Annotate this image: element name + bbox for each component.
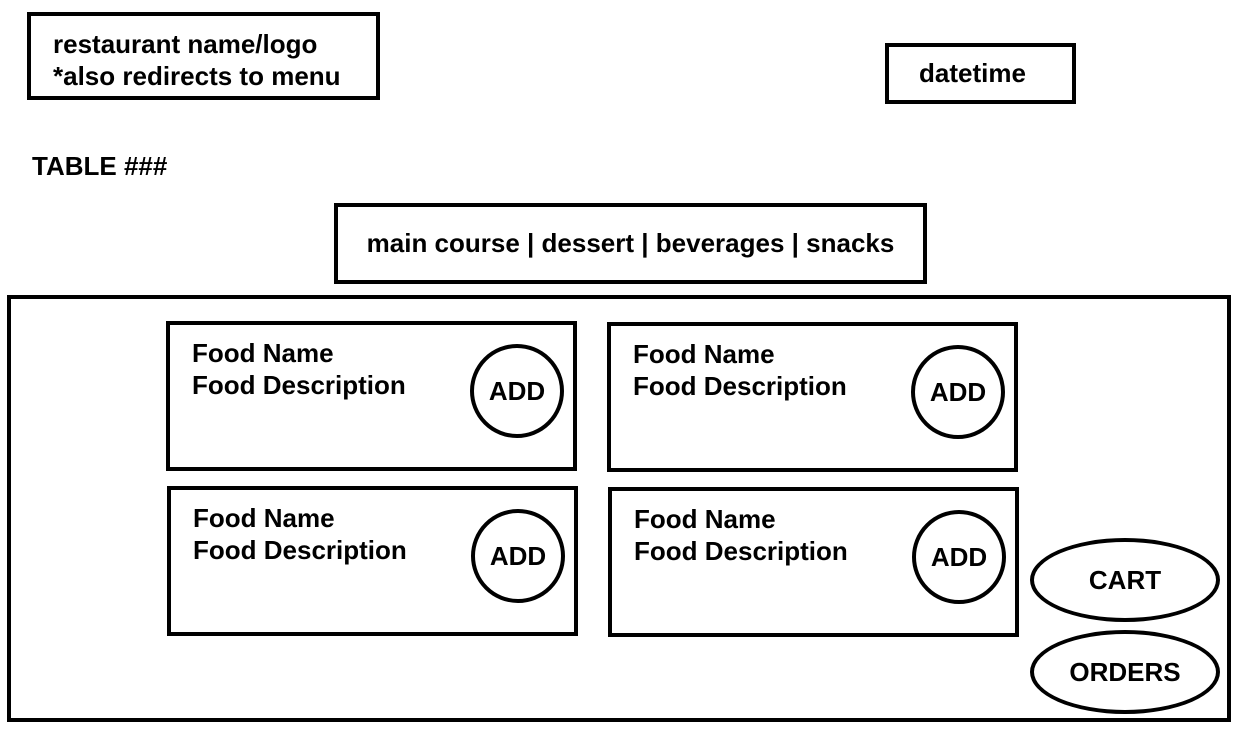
food-description: Food Description <box>633 371 847 401</box>
category-separator: | <box>634 228 656 258</box>
food-card: Food Name Food Description ADD <box>167 486 578 636</box>
food-name: Food Name <box>193 503 335 533</box>
food-description: Food Description <box>634 536 848 566</box>
food-card: Food Name Food Description ADD <box>166 321 577 471</box>
food-description: Food Description <box>192 370 406 400</box>
restaurant-logo-link[interactable]: restaurant name/logo *also redirects to … <box>27 12 380 100</box>
category-main-course[interactable]: main course <box>366 228 520 258</box>
category-separator: | <box>519 228 542 258</box>
cart-button[interactable]: CART <box>1030 538 1220 622</box>
restaurant-name: restaurant name/logo <box>53 29 318 59</box>
food-name: Food Name <box>192 338 334 368</box>
category-separator: | <box>784 228 807 258</box>
add-button[interactable]: ADD <box>470 344 564 438</box>
add-button[interactable]: ADD <box>471 509 565 603</box>
category-snacks[interactable]: snacks <box>806 228 895 258</box>
menu-panel: Food Name Food Description ADD Food Name… <box>7 295 1231 722</box>
category-beverages[interactable]: beverages <box>655 228 785 258</box>
table-number-label: TABLE ### <box>32 151 168 181</box>
category-dessert[interactable]: dessert <box>541 228 635 258</box>
datetime-display: datetime <box>885 43 1076 104</box>
food-name: Food Name <box>633 339 775 369</box>
category-nav: main course | dessert | beverages | snac… <box>334 203 927 284</box>
logo-note: *also redirects to menu <box>53 61 341 91</box>
food-description: Food Description <box>193 535 407 565</box>
food-card: Food Name Food Description ADD <box>607 322 1018 472</box>
food-card: Food Name Food Description ADD <box>608 487 1019 637</box>
add-button[interactable]: ADD <box>911 345 1005 439</box>
datetime-text: datetime <box>919 58 1026 88</box>
orders-button[interactable]: ORDERS <box>1030 630 1220 714</box>
food-name: Food Name <box>634 504 776 534</box>
add-button[interactable]: ADD <box>912 510 1006 604</box>
